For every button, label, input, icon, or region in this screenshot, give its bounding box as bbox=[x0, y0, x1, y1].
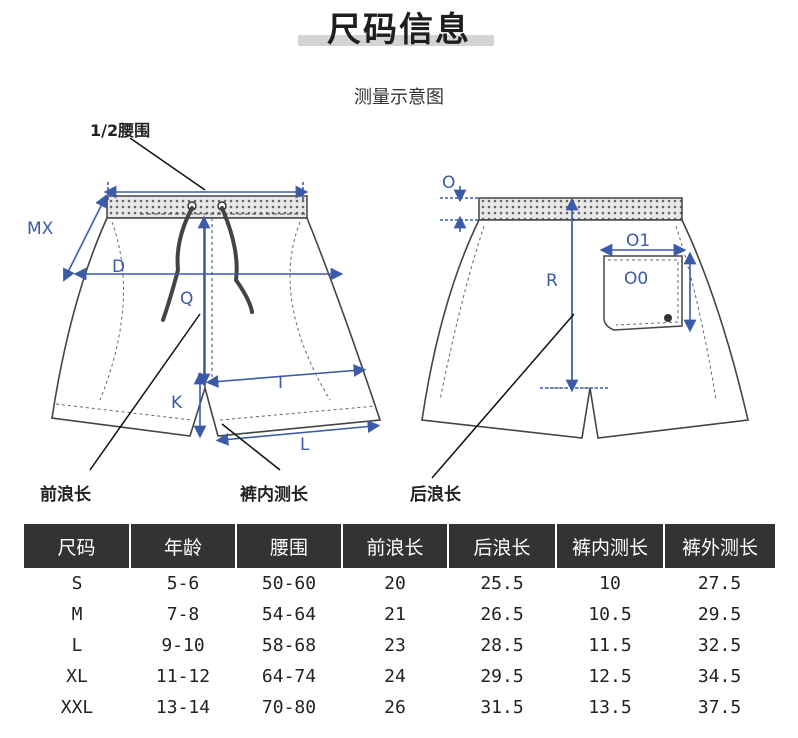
cell-front-rise: 26 bbox=[384, 697, 406, 718]
table-row: S 5-6 50-60 20 25.5 10 27.5 bbox=[24, 568, 775, 599]
cell-age: 7-8 bbox=[166, 604, 200, 625]
front-pointer-lines bbox=[89, 137, 281, 471]
label-half-waist: 1/2腰围 bbox=[90, 121, 150, 140]
label-k: K bbox=[171, 393, 183, 413]
header-age: 年龄 bbox=[129, 524, 236, 568]
label-front-rise: 前浪长 bbox=[40, 484, 92, 505]
cell-waist: 50-60 bbox=[261, 573, 317, 594]
title-underline-bar bbox=[298, 35, 494, 46]
measurement-diagram: 1/2腰围 MX D Q K I L 前浪长 裤内测长 O O1 O0 R 后浪… bbox=[27, 121, 749, 505]
back-measure-lines bbox=[440, 186, 697, 393]
cell-waist: 64-74 bbox=[261, 666, 317, 687]
cell-back-rise: 29.5 bbox=[480, 666, 524, 687]
table-row: L 9-10 58-68 23 28.5 11.5 32.5 bbox=[24, 630, 775, 661]
label-r: R bbox=[546, 271, 558, 291]
label-q: Q bbox=[180, 289, 193, 309]
cell-age: 13-14 bbox=[155, 697, 211, 718]
header-outseam: 裤外测长 bbox=[663, 524, 775, 568]
cell-outseam: 27.5 bbox=[697, 573, 742, 594]
front-measure-lines bbox=[63, 182, 381, 446]
cell-back-rise: 25.5 bbox=[480, 573, 524, 594]
cell-waist: 70-80 bbox=[261, 697, 317, 718]
cell-back-rise: 26.5 bbox=[480, 604, 524, 625]
cell-age: 5-6 bbox=[166, 573, 200, 594]
cell-inseam: 11.5 bbox=[588, 635, 632, 656]
table-row: XL 11-12 64-74 24 29.5 12.5 34.5 bbox=[24, 661, 775, 692]
label-back-rise: 后浪长 bbox=[410, 484, 462, 505]
header-back-rise: 后浪长 bbox=[447, 524, 556, 568]
cell-size: L bbox=[71, 635, 83, 656]
label-l: L bbox=[300, 435, 310, 455]
label-i: I bbox=[278, 373, 283, 393]
cell-size: XL bbox=[66, 666, 88, 687]
label-o1: O1 bbox=[626, 231, 650, 251]
cell-front-rise: 23 bbox=[384, 635, 406, 656]
back-pointer-lines bbox=[431, 313, 575, 479]
cell-outseam: 29.5 bbox=[697, 604, 742, 625]
cell-outseam: 34.5 bbox=[697, 666, 742, 687]
cell-outseam: 37.5 bbox=[697, 697, 742, 718]
header-inseam: 裤内测长 bbox=[555, 524, 664, 568]
cell-inseam: 13.5 bbox=[588, 697, 632, 718]
cell-size: M bbox=[71, 604, 83, 625]
label-mx: MX bbox=[27, 219, 54, 239]
header-size: 尺码 bbox=[24, 524, 130, 568]
cell-outseam: 32.5 bbox=[697, 635, 742, 656]
cell-size: XXL bbox=[60, 697, 94, 718]
cell-back-rise: 31.5 bbox=[480, 697, 524, 718]
cell-front-rise: 21 bbox=[384, 604, 406, 625]
size-table: 尺码 年龄 腰围 前浪长 后浪长 裤内测长 裤外测长 S 5-6 50-60 2… bbox=[24, 524, 775, 723]
cell-front-rise: 20 bbox=[384, 573, 406, 594]
header-waist: 腰围 bbox=[235, 524, 342, 568]
table-row: XXL 13-14 70-80 26 31.5 13.5 37.5 bbox=[24, 692, 775, 723]
cell-inseam: 12.5 bbox=[588, 666, 632, 687]
cell-inseam: 10 bbox=[599, 573, 621, 594]
back-shorts-drawing bbox=[421, 197, 749, 439]
label-o0: O0 bbox=[624, 269, 648, 289]
diagram-subtitle: 测量示意图 bbox=[354, 87, 444, 108]
cell-waist: 58-68 bbox=[261, 635, 317, 656]
cell-age: 9-10 bbox=[161, 635, 205, 656]
table-row: M 7-8 54-64 21 26.5 10.5 29.5 bbox=[24, 599, 775, 630]
title-area: 尺码信息 bbox=[0, 0, 798, 50]
page-title: 尺码信息 bbox=[327, 10, 471, 50]
header-front-rise: 前浪长 bbox=[341, 524, 448, 568]
cell-waist: 54-64 bbox=[261, 604, 317, 625]
front-shorts-drawing bbox=[51, 195, 382, 437]
label-o: O bbox=[442, 173, 455, 193]
cell-size: S bbox=[71, 573, 83, 594]
cell-front-rise: 24 bbox=[384, 666, 406, 687]
size-table-header-row: 尺码 年龄 腰围 前浪长 后浪长 裤内测长 裤外测长 bbox=[24, 524, 775, 568]
label-d: D bbox=[112, 257, 125, 277]
cell-age: 11-12 bbox=[155, 666, 211, 687]
cell-back-rise: 28.5 bbox=[480, 635, 524, 656]
label-inseam: 裤内测长 bbox=[240, 484, 309, 505]
cell-inseam: 10.5 bbox=[588, 604, 632, 625]
